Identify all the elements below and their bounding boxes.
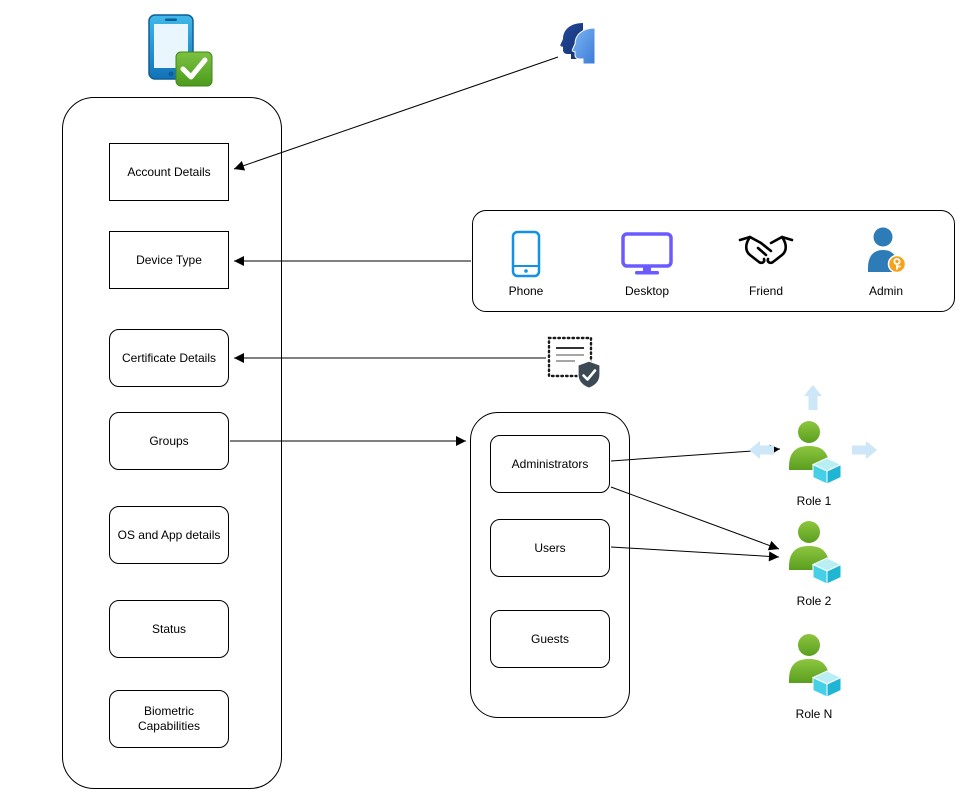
- certificate-shield-icon[interactable]: [547, 335, 605, 391]
- node-device-type[interactable]: Device Type: [109, 231, 229, 289]
- device-type-label: Phone: [508, 284, 544, 298]
- node-label: Account Details: [127, 164, 211, 179]
- phone-icon: [511, 222, 541, 278]
- role-label: Role 2: [796, 594, 832, 608]
- node-label: Status: [151, 621, 187, 636]
- role-user-cube-icon: [786, 633, 843, 702]
- role-1-node[interactable]: Role 1: [785, 420, 843, 508]
- handshake-icon: [737, 222, 795, 278]
- role-user-cube-icon: [786, 420, 843, 489]
- device-type-friend[interactable]: Friend: [716, 222, 816, 298]
- role-n-node[interactable]: Role N: [785, 633, 843, 721]
- connector-administrators-to-role2: [610, 486, 780, 551]
- admin-user-lock-icon: [866, 222, 906, 278]
- node-label: Users: [534, 540, 566, 555]
- node-label: Groups: [149, 433, 189, 448]
- node-status[interactable]: Status: [109, 600, 229, 658]
- node-label: Certificate Details: [121, 350, 217, 365]
- node-administrators[interactable]: Administrators: [490, 435, 610, 493]
- node-label: Biometric Capabilities: [137, 704, 201, 733]
- node-users[interactable]: Users: [490, 519, 610, 577]
- device-type-admin[interactable]: Admin: [836, 222, 936, 298]
- hover-arrow-right-icon: [852, 441, 877, 459]
- node-groups[interactable]: Groups: [109, 412, 229, 470]
- role-label: Role N: [795, 707, 833, 721]
- mobile-device-check-icon[interactable]: [148, 14, 214, 88]
- node-label: Administrators: [511, 456, 589, 471]
- node-biometric-capabilities[interactable]: Biometric Capabilities: [109, 690, 229, 748]
- role-2-node[interactable]: Role 2: [785, 520, 843, 608]
- device-type-label: Desktop: [624, 284, 670, 298]
- connector-users-to-role2: [610, 546, 780, 562]
- device-type-label: Friend: [748, 284, 783, 298]
- node-certificate-details[interactable]: Certificate Details: [109, 329, 229, 387]
- connector-administrators-to-role1: [610, 444, 781, 462]
- node-label: Device Type: [136, 252, 202, 267]
- device-type-phone[interactable]: Phone: [476, 222, 576, 298]
- node-guests[interactable]: Guests: [490, 610, 610, 668]
- hover-arrow-left-icon: [749, 441, 774, 459]
- hover-arrow-up-icon: [804, 385, 822, 410]
- node-account-details[interactable]: Account Details: [109, 143, 229, 201]
- node-label: OS and App details: [117, 527, 221, 542]
- device-type-desktop[interactable]: Desktop: [597, 222, 697, 298]
- device-type-label: Admin: [868, 284, 903, 298]
- node-os-app-details[interactable]: OS and App details: [109, 506, 229, 564]
- connector-faces-to-account-details: [233, 56, 559, 171]
- faces-recognition-icon[interactable]: [556, 22, 602, 65]
- role-user-cube-icon: [786, 520, 843, 589]
- node-label: Guests: [530, 631, 569, 646]
- role-label: Role 1: [796, 494, 832, 508]
- desktop-icon: [621, 222, 673, 278]
